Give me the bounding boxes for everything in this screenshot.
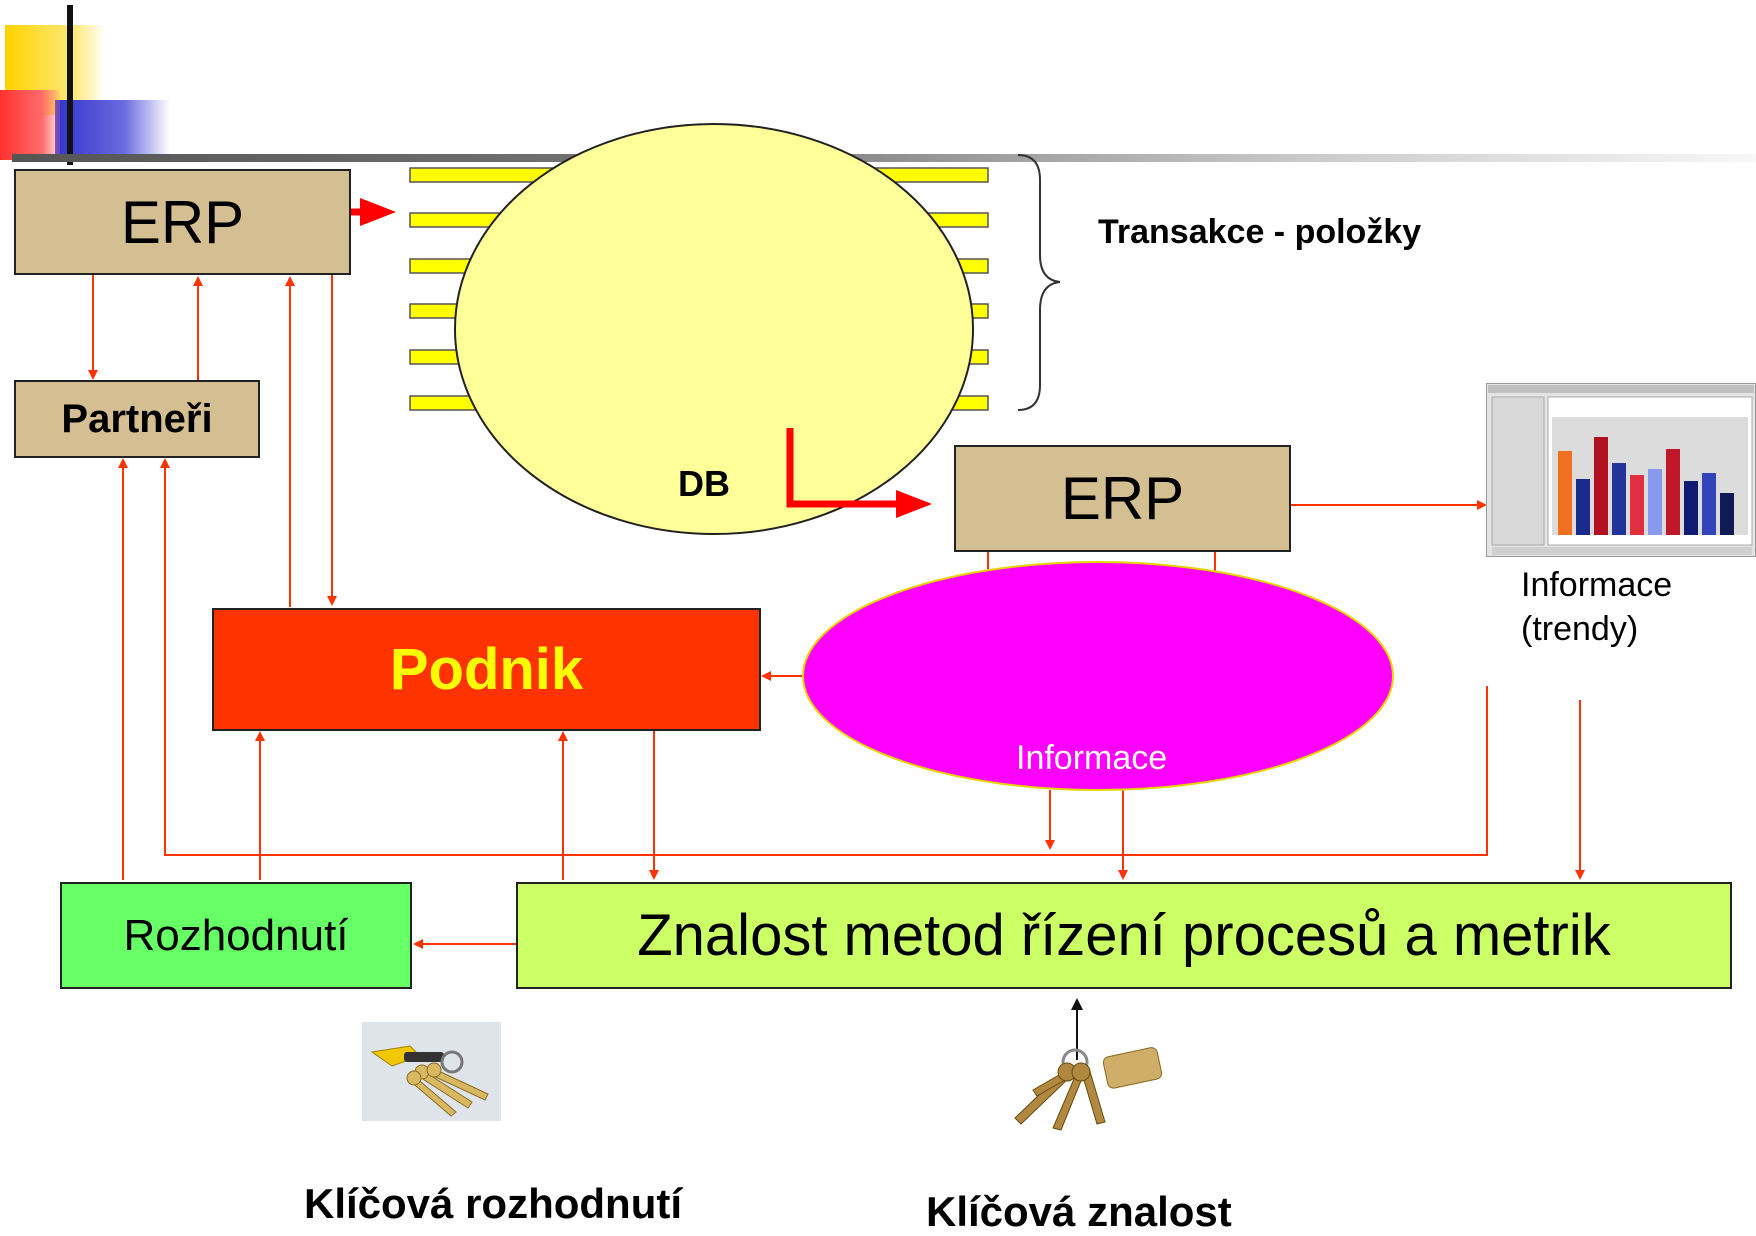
brown-keys-icon: [1014, 1047, 1163, 1131]
podnik-box: Podnik: [212, 608, 761, 731]
erp-top-label: ERP: [120, 188, 245, 256]
title-rule: [12, 154, 1756, 162]
klicova-znalost-label: Klíčová znalost: [926, 1188, 1232, 1235]
erp-right-box: ERP: [954, 445, 1291, 552]
partneri-box: Partneři: [14, 380, 260, 458]
klicova-rozhodnuti-label: Klíčová rozhodnutí: [304, 1180, 682, 1227]
informace-ellipse-label: Informace: [1016, 739, 1168, 777]
podnik-label: Podnik: [389, 637, 584, 702]
partneri-label: Partneři: [61, 396, 213, 441]
rozhodnuti-box: Rozhodnutí: [60, 882, 412, 989]
erp-right-label: ERP: [1060, 465, 1185, 532]
db-to-erp-arrow: [786, 428, 900, 508]
rozhodnuti-label: Rozhodnutí: [123, 910, 349, 960]
bar-chart-screenshot-icon: [1486, 383, 1756, 557]
informace-trendy-label-2: (trendy): [1521, 610, 1639, 648]
erp-top-box: ERP: [14, 169, 351, 275]
db-ellipse: [454, 123, 974, 535]
informace-trendy-label-1: Informace: [1521, 566, 1673, 604]
znalost-label: Znalost metod řízení procesů a metrik: [637, 903, 1611, 968]
slide-corner-decoration-icon: [0, 0, 170, 165]
informace-ellipse: [802, 561, 1394, 791]
transakce-label: Transakce - položky: [1098, 213, 1422, 251]
db-label: DB: [678, 463, 730, 504]
znalost-box: Znalost metod řízení procesů a metrik: [516, 882, 1732, 989]
yellow-keys-icon: [362, 1022, 501, 1121]
transakce-brace: [1017, 154, 1061, 411]
